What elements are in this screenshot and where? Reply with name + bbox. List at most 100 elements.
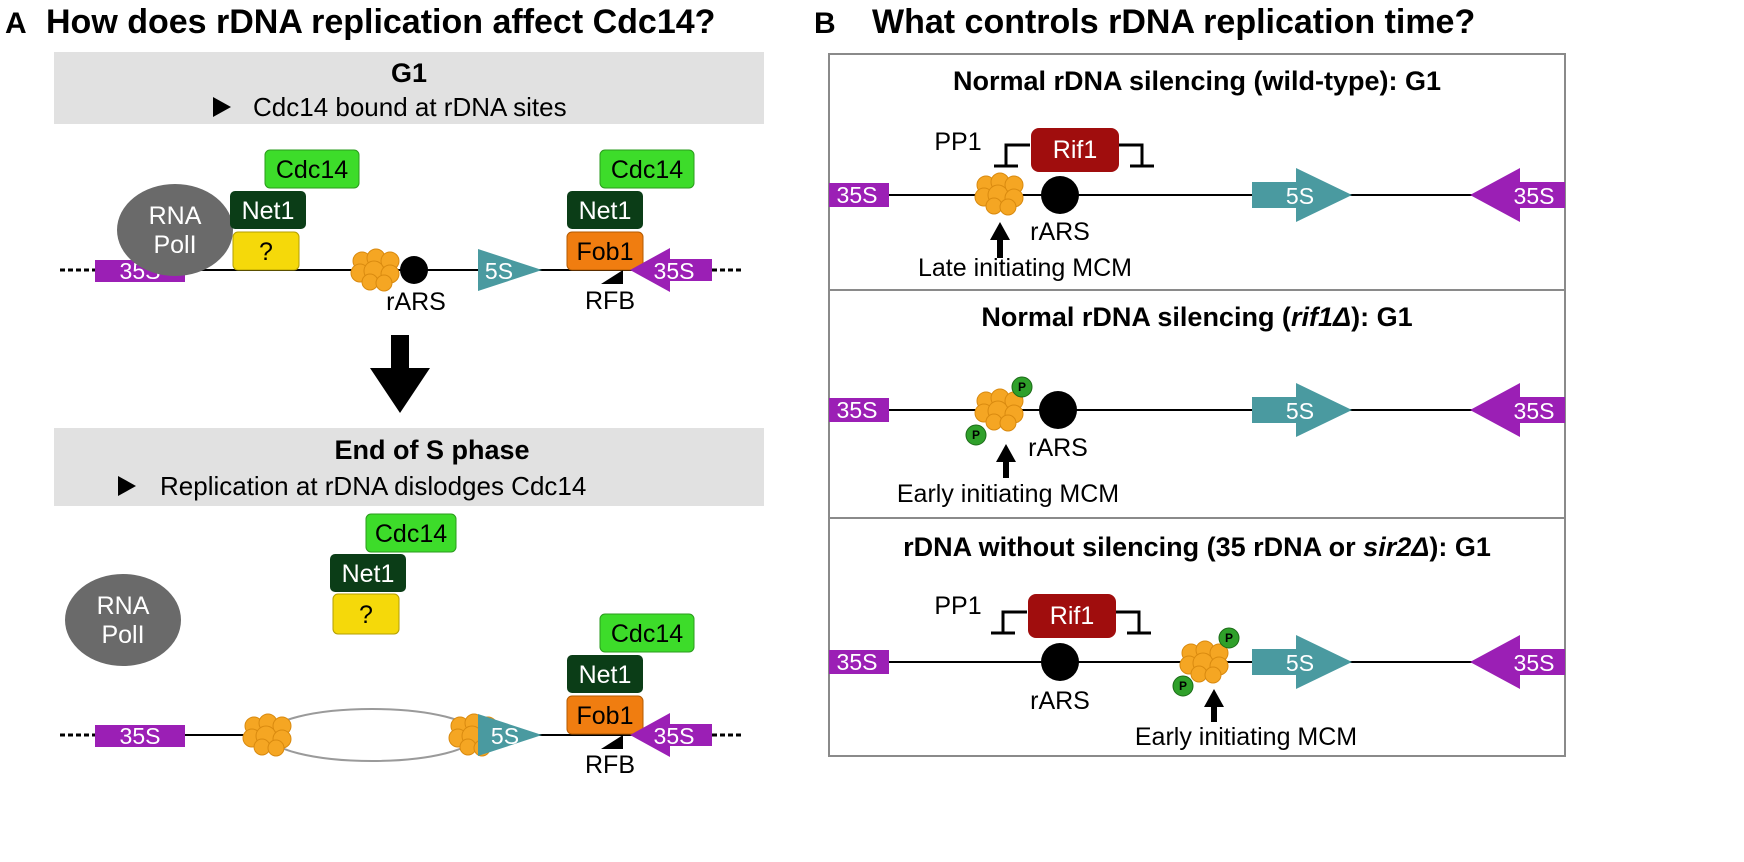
replication-bubble bbox=[267, 708, 477, 762]
nosil-phospho-bottom-label: P bbox=[1179, 679, 1187, 693]
g1-cdc14-right-label: Cdc14 bbox=[611, 156, 683, 184]
s-mcm-left bbox=[242, 713, 292, 757]
rif1-title-italic: rif1Δ bbox=[1291, 302, 1351, 332]
nosil-mcm-arrow-icon bbox=[1204, 689, 1224, 722]
g1-rfb-label: RFB bbox=[585, 287, 635, 315]
wt-rars-dot bbox=[1041, 176, 1079, 214]
nosil-35s-right-arrow bbox=[1470, 635, 1565, 689]
g1-net1-right-label: Net1 bbox=[579, 197, 632, 225]
nosil-title-post: ): G1 bbox=[1429, 532, 1491, 562]
s-phase-title: End of S phase bbox=[334, 435, 529, 465]
rif1-5s-label: 5S bbox=[1286, 398, 1314, 424]
nosil-rars-dot bbox=[1041, 643, 1079, 681]
transition-arrow-icon bbox=[370, 335, 430, 413]
s-rfb-label: RFB bbox=[585, 751, 635, 779]
g1-35s-right-arrow bbox=[630, 248, 712, 292]
g1-cdc14-left bbox=[264, 149, 360, 189]
nosil-mcm-label: Early initiating MCM bbox=[1135, 723, 1357, 751]
s-35s-label: 35S bbox=[120, 723, 161, 749]
rif1-5s-arrow bbox=[1252, 383, 1352, 437]
s-net1-free-label: Net1 bbox=[342, 560, 395, 588]
rif1-phospho-top-label: P bbox=[1018, 380, 1026, 394]
wt-mcm-arrow-icon bbox=[990, 222, 1010, 258]
wt-rif1-box bbox=[1031, 128, 1119, 172]
rif1-35s-left-label: 35S bbox=[837, 397, 878, 423]
rif1-rars-dot bbox=[1039, 391, 1077, 429]
rif1-mcm-label: Early initiating MCM bbox=[897, 480, 1119, 508]
wt-mcm-label: Late initiating MCM bbox=[918, 254, 1132, 282]
rif1-35s-right-label: 35S bbox=[1514, 398, 1555, 424]
g1-unknown-label: ? bbox=[259, 238, 273, 266]
g1-band bbox=[54, 52, 764, 124]
g1-title: G1 bbox=[391, 58, 427, 88]
panel-a-letter: A bbox=[5, 7, 27, 40]
s-net1-free bbox=[330, 554, 406, 592]
nosil-inhibition-bracket bbox=[1115, 610, 1151, 635]
nosil-5s-label: 5S bbox=[1286, 650, 1314, 676]
nosil-title-pre: rDNA without silencing (35 rDNA or bbox=[903, 532, 1363, 562]
g1-net1-left-label: Net1 bbox=[242, 197, 295, 225]
g1-pol-line2: PolI bbox=[153, 231, 196, 259]
s-phase-note: Replication at rDNA dislodges Cdc14 bbox=[160, 471, 586, 501]
s-35s-segment bbox=[95, 725, 185, 747]
wt-5s-label: 5S bbox=[1286, 183, 1314, 209]
s-fob1-box bbox=[566, 695, 644, 735]
wt-inhibition-bracket bbox=[1118, 143, 1154, 168]
nosil-phospho-top-label: P bbox=[1225, 631, 1233, 645]
g1-rfb-marker bbox=[601, 270, 623, 284]
s-net1-right bbox=[567, 655, 643, 693]
g1-mcm bbox=[350, 248, 400, 292]
s-35s-right-arrow bbox=[630, 713, 712, 757]
s-pol-line1: RNA bbox=[97, 592, 150, 620]
g1-5s-label: 5S bbox=[485, 258, 513, 284]
g1-bullet-icon bbox=[213, 97, 231, 117]
s-fob1-label: Fob1 bbox=[577, 702, 634, 730]
rif1-rars-label: rARS bbox=[1028, 434, 1088, 462]
wt-rif1-label: Rif1 bbox=[1053, 136, 1097, 164]
g1-fob1-box bbox=[566, 231, 644, 271]
s-cdc14-free bbox=[365, 513, 457, 553]
g1-net1-left bbox=[230, 191, 306, 229]
s-5s-label: 5S bbox=[491, 723, 519, 749]
s-unknown-box bbox=[332, 593, 400, 635]
g1-pol-line1: RNA bbox=[149, 202, 202, 230]
wt-35s-left bbox=[829, 183, 889, 207]
s-cdc14-free-label: Cdc14 bbox=[375, 520, 447, 548]
rif1-title-post: ): G1 bbox=[1351, 302, 1413, 332]
g1-rars-label: rARS bbox=[386, 288, 446, 316]
wt-5s-arrow bbox=[1252, 168, 1352, 222]
g1-net1-right bbox=[567, 191, 643, 229]
wt-inhibition-bracket bbox=[994, 143, 1030, 168]
nosil-title: rDNA without silencing (35 rDNA or sir2Δ… bbox=[903, 532, 1491, 562]
g1-cdc14-left-label: Cdc14 bbox=[276, 156, 348, 184]
wt-35s-left-label: 35S bbox=[837, 182, 878, 208]
s-35s-right-label: 35S bbox=[654, 723, 695, 749]
nosil-35s-left bbox=[829, 650, 889, 674]
rif1-35s-left bbox=[829, 398, 889, 422]
s-5s-arrow bbox=[478, 714, 542, 756]
rif1-title: Normal rDNA silencing (rif1Δ): G1 bbox=[981, 302, 1412, 332]
rif1-35s-right-arrow bbox=[1470, 383, 1565, 437]
nosil-5s-arrow bbox=[1252, 635, 1352, 689]
wt-mcm bbox=[974, 172, 1024, 216]
wt-title: Normal rDNA silencing (wild-type): G1 bbox=[953, 66, 1441, 96]
s-phase-band bbox=[54, 428, 764, 506]
g1-35s-right-label: 35S bbox=[654, 258, 695, 284]
nosil-title-italic: sir2Δ bbox=[1363, 532, 1429, 562]
wt-35s-right-arrow bbox=[1470, 168, 1565, 222]
nosil-rars-label: rARS bbox=[1030, 687, 1090, 715]
nosil-inhibition-bracket bbox=[991, 610, 1027, 635]
g1-rars-dot bbox=[400, 256, 428, 284]
s-rfb-marker bbox=[601, 735, 623, 749]
s-cdc14-right bbox=[599, 613, 695, 653]
nosil-35s-right-label: 35S bbox=[1514, 650, 1555, 676]
panel-a-heading: How does rDNA replication affect Cdc14? bbox=[46, 3, 715, 41]
rif1-phospho-bottom-label: P bbox=[972, 428, 980, 442]
rif1-title-pre: Normal rDNA silencing ( bbox=[981, 302, 1291, 332]
wt-rars-label: rARS bbox=[1030, 218, 1090, 246]
s-cdc14-right-label: Cdc14 bbox=[611, 620, 683, 648]
g1-fob1-label: Fob1 bbox=[577, 238, 634, 266]
g1-cdc14-right bbox=[599, 149, 695, 189]
wt-35s-right-label: 35S bbox=[1514, 183, 1555, 209]
s-net1-right-label: Net1 bbox=[579, 661, 632, 689]
